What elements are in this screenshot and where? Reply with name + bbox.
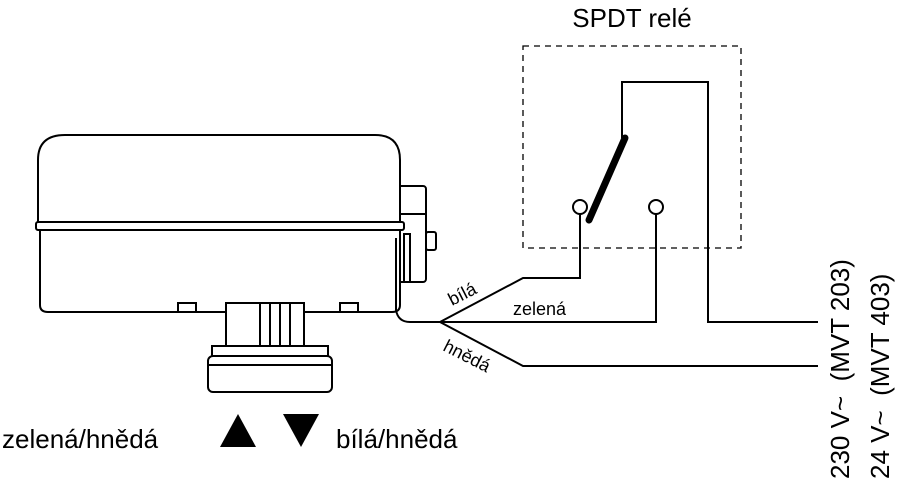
triangle-down-icon [283,414,319,447]
actuator-base [39,229,401,313]
actuator-cable [395,238,440,323]
direction-up-label: zelená/hnědá [2,424,159,454]
relay-contact-no [648,199,664,215]
relay-title: SPDT relé [572,3,691,33]
wire-brown [439,321,818,367]
wire-label-brown: hnědá [440,336,495,377]
actuator-cover [37,134,401,223]
relay-switch-arm [585,134,629,224]
wire-label-white: bílá [445,278,481,309]
wire-label-green: zelená [513,299,567,319]
direction-legend: zelená/hnědá bílá/hnědá [2,414,458,454]
actuator-seam [35,221,405,231]
supply-label-230v: 230 V~ (MVT 203) [825,259,855,479]
wire-green [440,208,657,323]
actuator [35,134,437,393]
relay: SPDT relé [522,3,742,249]
actuator-coupling-nut [207,355,333,393]
actuator-gland [425,231,437,251]
direction-down-label: bílá/hnědá [336,424,458,454]
wire-white [439,208,581,323]
supply-label-24v: 24 V~ (MVT 403) [865,274,895,479]
relay-contact-common [572,199,588,215]
triangle-up-icon [220,414,256,447]
wire-supply [621,81,818,323]
actuator-cable-box [397,185,427,283]
actuator-coupling-collar [211,345,329,357]
wires [439,81,818,367]
relay-box [522,45,742,249]
